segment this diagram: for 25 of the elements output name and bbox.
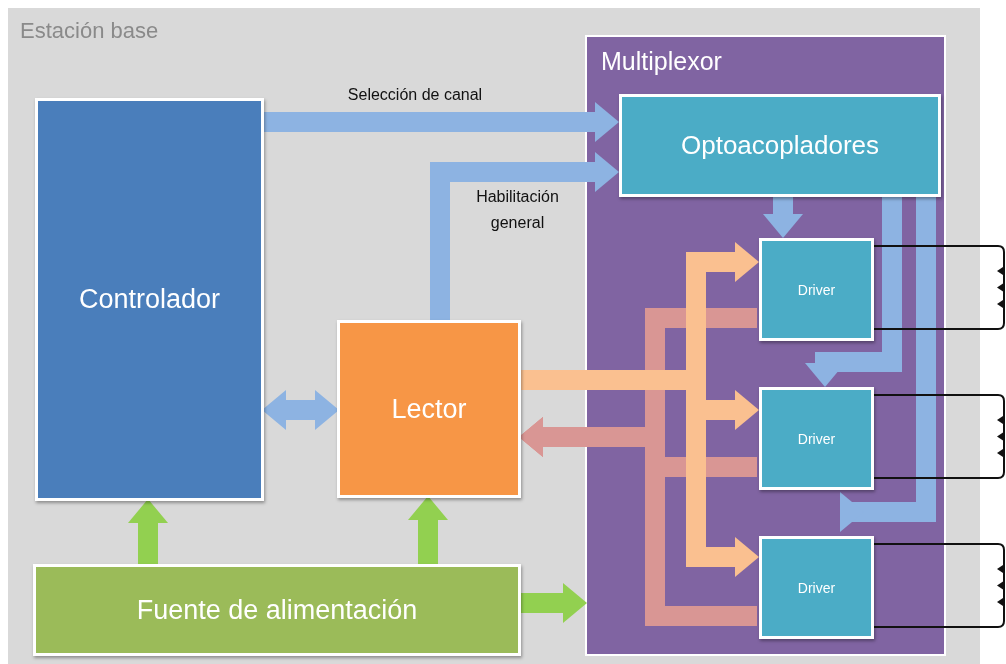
arrow — [763, 195, 803, 238]
node-label: Fuente de alimentación — [136, 594, 418, 626]
node-label: Lector — [391, 393, 467, 425]
arrow — [262, 390, 339, 430]
process-box — [337, 320, 521, 498]
process-box — [35, 98, 264, 501]
arrow — [521, 583, 587, 623]
arrow — [128, 499, 168, 564]
arrow — [408, 496, 448, 564]
node-label: Driver — [797, 579, 836, 596]
node-label: Multiplexor — [601, 47, 722, 76]
process-box — [759, 238, 874, 341]
node-label: Estación base — [20, 18, 159, 44]
process-box — [33, 564, 521, 656]
node-label: Controlador — [78, 284, 221, 315]
node-label: Optoacopladores — [681, 130, 879, 161]
arrow — [805, 195, 902, 387]
arrow — [264, 102, 619, 142]
process-box — [759, 536, 874, 639]
process-box — [759, 387, 874, 490]
process-box — [619, 94, 941, 197]
node-label: Driver — [797, 430, 836, 447]
node-label: Driver — [797, 281, 836, 298]
arrow — [519, 417, 757, 626]
arrow — [430, 152, 619, 320]
